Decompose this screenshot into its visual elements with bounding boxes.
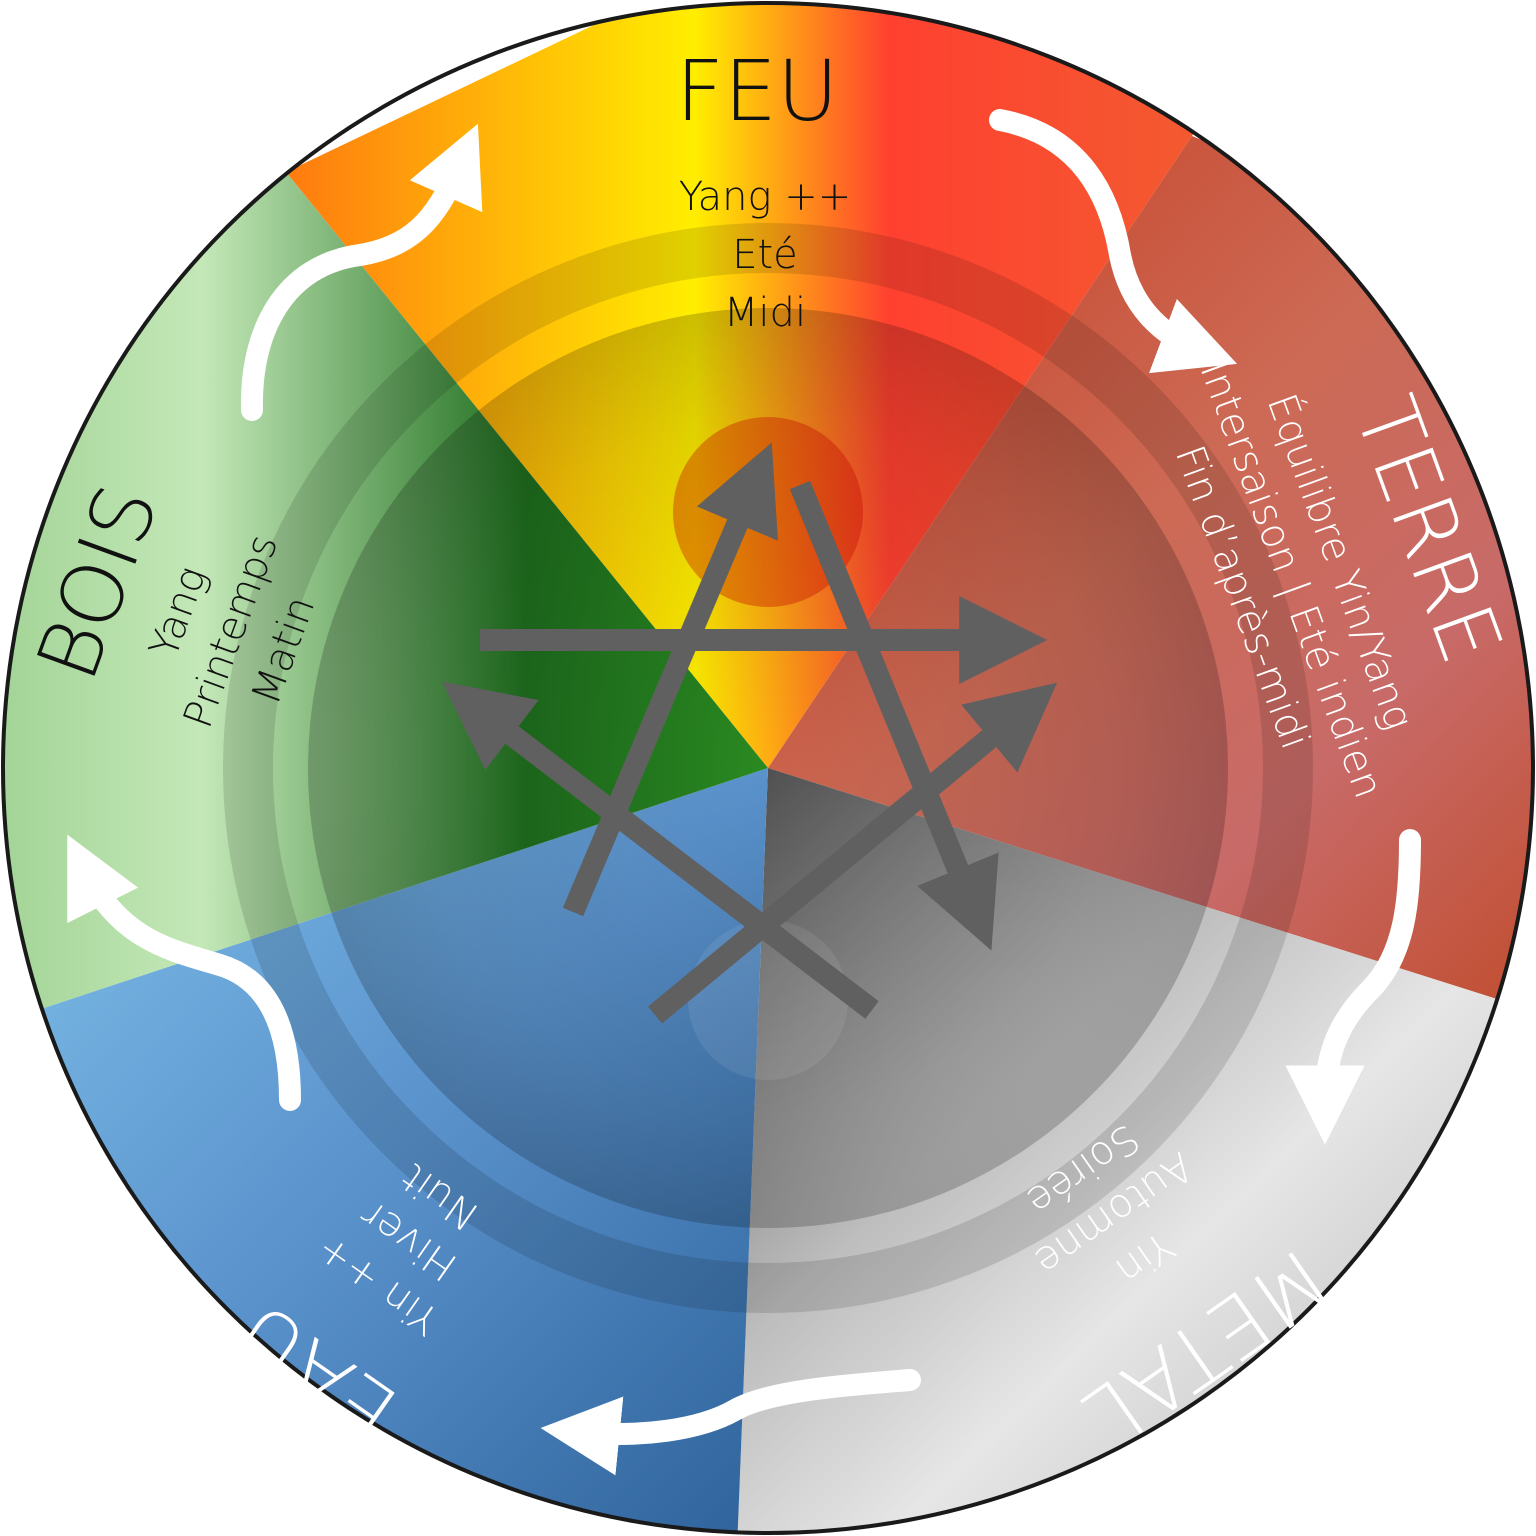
- arrow-metal-to-eau: [540, 1369, 921, 1476]
- arrow-metal-to-bois: [442, 681, 879, 1019]
- arrow-terre-to-eau: [647, 682, 1058, 1024]
- feu-line-1: Yang ++: [679, 174, 852, 220]
- arrow-feu-to-metal: [789, 480, 999, 951]
- control-cycle-arrows: [442, 442, 1058, 1024]
- element-feu: FEU Yang ++ Eté Midi: [676, 42, 852, 336]
- arrow-feu-to-terre: [989, 109, 1238, 374]
- feu-title: FEU: [676, 42, 839, 140]
- feu-line-2: Eté: [732, 232, 798, 278]
- arrow-bois-to-feu: [240, 123, 483, 421]
- feu-line-3: Midi: [724, 290, 806, 336]
- generation-cycle-arrows: [67, 109, 1421, 1476]
- arrow-eau-to-bois: [67, 834, 301, 1111]
- arrow-terre-to-metal: [1285, 829, 1421, 1145]
- arrow-eau-to-feu: [562, 442, 778, 917]
